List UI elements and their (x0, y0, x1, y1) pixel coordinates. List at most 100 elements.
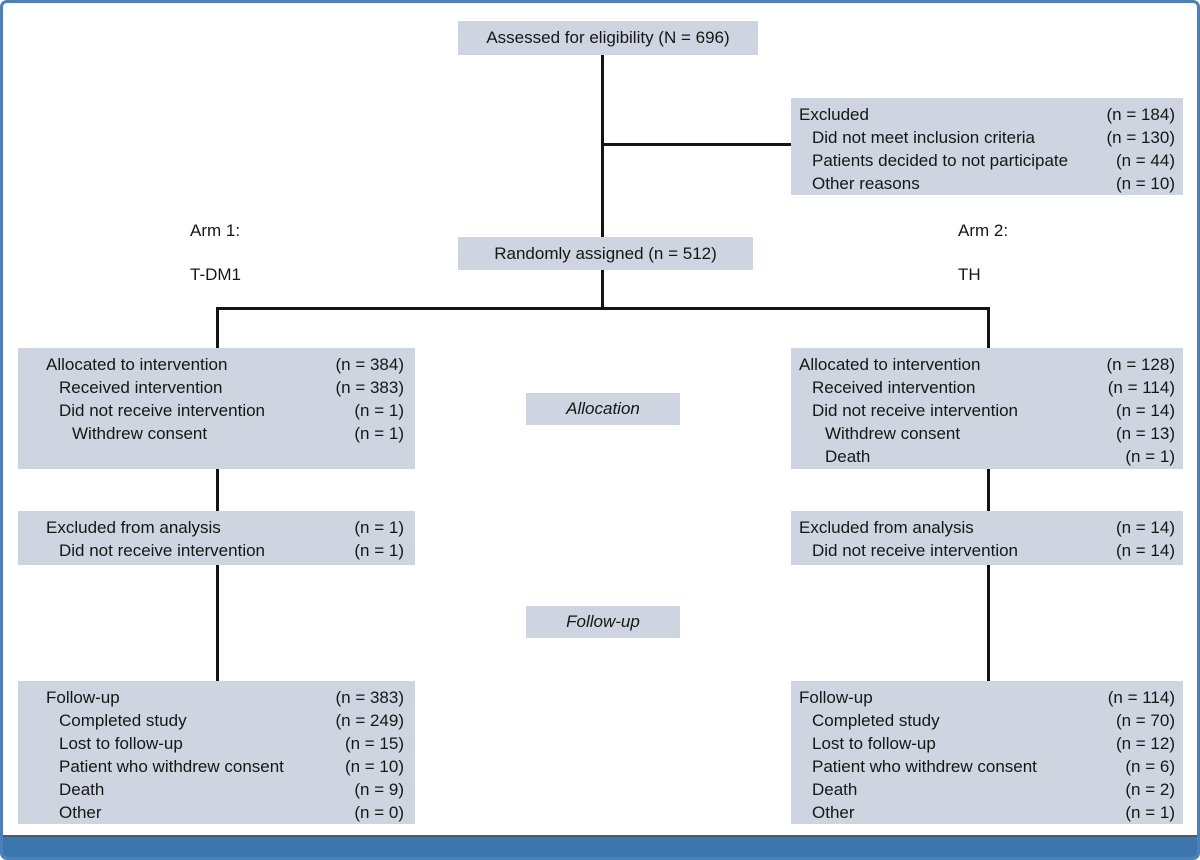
row-label: Withdrew consent (825, 424, 961, 443)
arm1-treatment: T-DM1 (190, 265, 241, 284)
row-label: Patient who withdrew consent (59, 757, 284, 776)
row-value: (n = 9) (354, 780, 404, 799)
arm1-title: Arm 1: (190, 221, 241, 240)
row-label: Completed study (59, 711, 187, 730)
row-value: (n = 128) (1106, 355, 1175, 374)
row-label: Lost to follow-up (59, 734, 183, 753)
row-label: Lost to follow-up (812, 734, 936, 753)
flow-box-row: Did not receive intervention(n = 1) (46, 399, 404, 422)
row-value: (n = 10) (1115, 174, 1175, 193)
row-value: (n = 249) (335, 711, 404, 730)
connector-branch-to-allocation-right (987, 307, 990, 348)
flow-box-row: Completed study(n = 70) (799, 709, 1175, 732)
arm1-label: Arm 1: T-DM1 (190, 219, 241, 286)
row-label: Patients decided to not participate (812, 151, 1069, 170)
connector-randomized-to-branch (601, 270, 604, 310)
randomized-box: Randomly assigned (n = 512) (458, 237, 753, 270)
row-label: Received intervention (59, 378, 223, 397)
row-label: Excluded (799, 105, 869, 124)
flow-box-row: Did not receive intervention(n = 14) (799, 539, 1175, 562)
row-value: (n = 383) (335, 378, 404, 397)
assessed-eligibility-text: Assessed for eligibility (N = 696) (486, 28, 730, 47)
flow-box-row: Excluded from analysis (n = 1) (46, 516, 404, 539)
connector-branch-horizontal (216, 307, 990, 310)
row-value: (n = 184) (1106, 105, 1175, 124)
flow-box-row: Other reasons (n = 10) (799, 172, 1175, 195)
row-label: Other (59, 803, 102, 822)
flow-box-row: Excluded (n = 184) (799, 103, 1175, 126)
row-label: Excluded from analysis (46, 518, 221, 537)
row-value: (n = 15) (344, 734, 404, 753)
assessed-eligibility-box: Assessed for eligibility (N = 696) (458, 21, 758, 55)
row-label: Completed study (812, 711, 940, 730)
flow-box-row: Received intervention(n = 114) (799, 376, 1175, 399)
allocation-stage-text: Allocation (566, 399, 640, 418)
flow-box-row: Allocated to intervention (n = 384) (46, 353, 404, 376)
followup-stage-label: Follow-up (526, 606, 680, 638)
flow-box-row: Death (n = 2) (799, 778, 1175, 801)
row-value: (n = 1) (1125, 447, 1175, 466)
row-value: (n = 44) (1115, 151, 1175, 170)
row-label: Death (59, 780, 105, 799)
row-value: (n = 1) (354, 518, 404, 537)
row-label: Withdrew consent (72, 424, 208, 443)
row-value: (n = 12) (1115, 734, 1175, 753)
randomized-text: Randomly assigned (n = 512) (494, 243, 717, 263)
allocation-right-box: Allocated to intervention (n = 128) Receiv… (791, 348, 1183, 469)
row-label: Did not receive intervention (812, 541, 1019, 560)
flow-box-row: Received intervention (n = 383) (46, 376, 404, 399)
connector-allocation-to-excluded-right (987, 469, 990, 511)
flow-box-row: Allocated to intervention (n = 128) (799, 353, 1175, 376)
row-value: (n = 6) (1125, 757, 1175, 776)
row-value: (n = 383) (335, 688, 404, 707)
arm2-title: Arm 2: (958, 221, 1009, 240)
allocation-stage-label: Allocation (526, 393, 680, 425)
row-label: Follow-up (799, 688, 873, 707)
flow-box-row: Death (n = 9) (46, 778, 404, 801)
flow-box-row: Did not meet inclusion criteria(n = 130) (799, 126, 1175, 149)
flow-box-row: Completed study (n = 249) (46, 709, 404, 732)
row-label: Patient who withdrew consent (812, 757, 1037, 776)
row-label: Allocated to intervention (46, 355, 228, 374)
excluded-analysis-left-box: Excluded from analysis (n = 1) Did not rec… (18, 511, 415, 565)
followup-left-box: Follow-up (n = 383) Completed study (n = 24… (18, 681, 415, 824)
flow-box-row: Lost to follow-up (n = 15) (46, 732, 404, 755)
flow-box-row: Patients decided to not participate (n = … (799, 149, 1175, 172)
row-value: (n = 2) (1125, 780, 1175, 799)
row-value: (n = 13) (1115, 424, 1175, 443)
row-value: (n = 1) (1125, 803, 1175, 822)
row-value: (n = 1) (354, 424, 404, 443)
connector-to-excluded-box (603, 143, 791, 146)
row-label: Other (812, 803, 855, 822)
row-value: (n = 10) (344, 757, 404, 776)
row-label: Did not receive intervention (59, 541, 266, 560)
flow-box-row: Did not receive intervention(n = 14) (799, 399, 1175, 422)
row-value: (n = 384) (335, 355, 404, 374)
flow-box-row: Death (n = 1) (799, 445, 1175, 468)
row-value: (n = 1) (354, 401, 404, 420)
flow-box-row: Excluded from analysis(n = 14) (799, 516, 1175, 539)
arm2-label: Arm 2: TH (958, 219, 1008, 286)
flow-box-row: Follow-up (n = 383) (46, 686, 404, 709)
allocation-left-box: Allocated to intervention (n = 384) Receiv… (18, 348, 415, 469)
connector-excluded-to-followup-right (987, 565, 990, 681)
excluded-box: Excluded (n = 184) Did not meet inclusion … (791, 98, 1183, 195)
row-value: (n = 130) (1106, 128, 1175, 147)
row-value: (n = 14) (1115, 518, 1175, 537)
followup-right-box: Follow-up (n = 114) Completed study(n = 70… (791, 681, 1183, 824)
row-label: Other reasons (812, 174, 920, 193)
flow-box-row: Other(n = 0) (46, 801, 404, 824)
row-value: (n = 114) (1107, 688, 1175, 707)
row-value: (n = 114) (1107, 378, 1175, 397)
row-label: Death (812, 780, 858, 799)
row-label: Death (825, 447, 871, 466)
flow-box-row: Withdrew consent (n = 1) (46, 422, 404, 445)
flow-box-row: Follow-up (n = 114) (799, 686, 1175, 709)
flow-box-row: Patient who withdrew consent (n = 6) (799, 755, 1175, 778)
row-label: Follow-up (46, 688, 120, 707)
flow-box-row: Other (n = 1) (799, 801, 1175, 824)
flow-box-row: Patient who withdrew consent (n = 10) (46, 755, 404, 778)
row-value: (n = 1) (354, 541, 404, 560)
row-label: Allocated to intervention (799, 355, 981, 374)
